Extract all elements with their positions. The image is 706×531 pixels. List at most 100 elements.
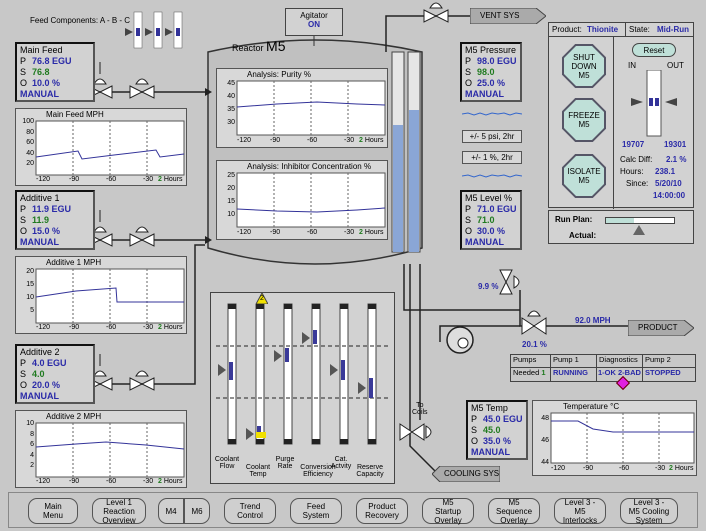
nav-m6[interactable]: M6 <box>184 498 210 524</box>
in-label: IN <box>628 61 636 70</box>
additive2-mode: MANUAL <box>20 391 59 401</box>
product-tag[interactable]: PRODUCT <box>628 320 694 336</box>
nav-m4[interactable]: M4 <box>158 498 184 524</box>
vent-sys-tag[interactable]: VENT SYS <box>470 8 546 24</box>
main-feed-pv: 76.8 EGU <box>32 56 72 66</box>
nav-level3-interlocks[interactable]: Level 3 - M5 Interlocks <box>554 498 606 525</box>
agitator-state: ON <box>308 20 320 29</box>
reactor-label: Reactor M5 <box>232 38 286 54</box>
run-plan-bar <box>605 217 675 224</box>
out-value: 19301 <box>664 140 687 149</box>
nav-level1-reaction-overview[interactable]: Level 1 Reaction Overview <box>92 498 146 525</box>
inhibitor-trend-plot <box>236 172 386 228</box>
additive2-title: Additive 2 <box>20 347 60 357</box>
range-warning-badge[interactable]: 2 <box>255 291 269 305</box>
pressure-pv: 98.0 EGU <box>477 56 517 66</box>
range-label-purge-rate: Purge Rate <box>275 456 295 470</box>
main-feed-sp: 76.8 <box>32 67 50 77</box>
range-label-cat-activity: Cat. Actvity <box>330 456 352 470</box>
nav-m5-sequence-overlay[interactable]: M5 Sequence Overlay <box>488 498 540 525</box>
nav-m5-startup-overlay[interactable]: M5 Startup Overlay <box>422 498 474 525</box>
pressure-range-psi-button[interactable]: +/- 5 psi, 2hr <box>462 130 522 143</box>
pressure-range-pct-button[interactable]: +/- 1 %, 2hr <box>462 151 522 164</box>
level-mode: MANUAL <box>465 237 504 247</box>
since-label: Since: <box>626 179 649 188</box>
additive1-trend-title: Additive 1 MPH <box>46 258 102 267</box>
agitator-title: Agitator <box>300 11 328 20</box>
pressure-sparkline <box>461 108 523 120</box>
actual-label: Actual: <box>569 231 597 240</box>
hours-label: Hours: <box>620 167 644 176</box>
additive2-trend-title: Additive 2 MPH <box>46 412 102 421</box>
actual-marker-icon <box>633 225 645 235</box>
cooling-sys-tag[interactable]: COOLING SYS <box>432 466 500 482</box>
pump-valve-pct: 20.1 % <box>522 340 547 349</box>
main-feed-title: Main Feed <box>20 45 63 55</box>
pressure-sp: 98.0 <box>477 67 495 77</box>
range-label-reserve: Reserve Capacity <box>356 464 384 478</box>
nav-bar <box>8 492 698 528</box>
agitator-panel[interactable]: Agitator ON <box>285 8 343 36</box>
additive1-out: 15.0 % <box>32 226 61 236</box>
range-label-conversion: Conversion Efficiency <box>300 464 336 478</box>
hours-value: 238.1 <box>655 167 676 176</box>
to-coils-label: To Coils <box>412 402 428 416</box>
since-date: 5/20/10 <box>655 179 682 188</box>
level-out: 30.0 % <box>477 226 506 236</box>
nav-main-menu[interactable]: Main Menu <box>28 498 78 524</box>
since-time: 14:00:00 <box>653 191 686 200</box>
level-sp: 71.0 <box>477 215 495 225</box>
reset-button[interactable]: Reset <box>632 43 676 57</box>
level-pv: 71.0 EGU <box>477 204 517 214</box>
additive1-trend-plot <box>35 268 185 324</box>
main-feed-trend-title: Main Feed MPH <box>46 110 104 119</box>
pumps-table: Pumps Pump 1 Diagnostics Pump 2 Needed 1… <box>510 354 696 382</box>
additive1-mode: MANUAL <box>20 237 59 247</box>
nav-level3-cooling-system[interactable]: Level 3 - M5 Cooling System <box>620 498 678 525</box>
level-sparkline <box>461 170 523 182</box>
additive2-trend-plot <box>35 422 185 478</box>
feed-components-label: Feed Components: A - B - C <box>30 16 131 25</box>
purity-trend-plot <box>236 80 386 136</box>
isolate-m5-button[interactable]: ISOLATE M5 <box>564 156 604 196</box>
inhibitor-trend-title: Analysis: Inhibitor Concentration % <box>247 162 372 171</box>
out-label: OUT <box>667 61 684 70</box>
freeze-m5-button[interactable]: FREEZE M5 <box>564 100 604 140</box>
range-label-coolant-flow: Coolant Flow <box>214 456 240 470</box>
range-bars <box>216 303 388 445</box>
nav-feed-system[interactable]: Feed System <box>290 498 342 524</box>
nav-product-recovery[interactable]: Product Recovery <box>356 498 408 524</box>
feed-components-indicator <box>122 10 190 50</box>
temperature-trend-plot <box>550 412 695 464</box>
pressure-mode: MANUAL <box>465 89 504 99</box>
additive1-title: Additive 1 <box>20 193 60 203</box>
nav-trend-control[interactable]: Trend Control <box>224 498 276 524</box>
main-feed-trend-plot <box>35 120 185 176</box>
run-plan-label: Run Plan: <box>555 215 593 224</box>
additive2-pv: 4.0 EGU <box>32 358 67 368</box>
additive2-out: 20.0 % <box>32 380 61 390</box>
main-feed-mode: MANUAL <box>20 89 59 99</box>
additive1-sp: 11.9 <box>32 215 50 225</box>
range-label-coolant-temp: Coolant Temp <box>245 464 271 478</box>
shutdown-m5-button[interactable]: SHUT DOWN M5 <box>564 46 604 86</box>
product-flow-value: 92.0 MPH <box>575 316 611 325</box>
additive2-sp: 4.0 <box>32 369 45 379</box>
temp-out: 35.0 % <box>483 436 512 446</box>
pressure-title: M5 Pressure <box>465 45 517 55</box>
calc-diff-label: Calc Diff: <box>620 155 653 164</box>
inout-gauge <box>625 69 685 138</box>
product-name: Thionite <box>587 25 619 34</box>
